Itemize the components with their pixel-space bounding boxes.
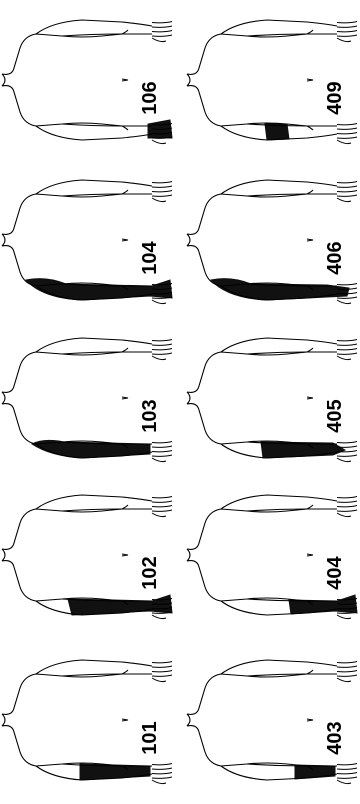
right-arm-outline: [36, 338, 152, 354]
navel-mark: [307, 397, 313, 399]
navel-mark: [122, 719, 128, 721]
navel-mark: [122, 397, 128, 399]
torso-outline: [187, 190, 313, 290]
navel-mark: [122, 554, 128, 556]
navel-mark: [307, 239, 313, 241]
right-hand-outline: [152, 340, 172, 360]
code-label-409: 409: [324, 81, 346, 114]
left-hand-outline: [337, 442, 357, 462]
right-hand-outline: [152, 182, 172, 202]
right-arm-outline: [36, 180, 152, 196]
torso-outline: [187, 505, 313, 605]
code-label-403: 403: [324, 721, 346, 754]
code-label-104: 104: [139, 240, 161, 274]
garment-fill-406: [211, 279, 349, 300]
torso-outline: [2, 30, 128, 130]
right-arm-outline: [36, 495, 152, 511]
navel-mark: [307, 79, 313, 81]
right-hand-outline: [152, 497, 172, 517]
torso-outline: [187, 30, 313, 130]
torso-outline: [187, 670, 313, 770]
right-hand-outline: [337, 22, 357, 42]
right-hand-outline: [337, 497, 357, 517]
left-hand-outline: [337, 124, 357, 144]
code-label-404: 404: [324, 555, 346, 589]
code-label-406: 406: [324, 241, 346, 274]
navel-mark: [307, 554, 313, 556]
code-label-103: 103: [139, 399, 161, 432]
torso-outline: [2, 505, 128, 605]
code-label-106: 106: [139, 81, 161, 114]
torso-outline: [2, 670, 128, 770]
torso-outline: [2, 190, 128, 290]
garment-fill-104: [26, 279, 172, 300]
torso-outline: [2, 348, 128, 448]
right-hand-outline: [337, 182, 357, 202]
navel-mark: [307, 719, 313, 721]
right-hand-outline: [337, 340, 357, 360]
right-arm-outline: [36, 660, 152, 676]
right-hand-outline: [152, 22, 172, 42]
right-hand-outline: [152, 662, 172, 682]
left-hand-outline: [337, 764, 357, 784]
torso-outline: [187, 348, 313, 448]
right-arm-outline: [221, 20, 337, 36]
right-arm-outline: [221, 180, 337, 196]
code-label-101: 101: [139, 721, 161, 754]
code-label-405: 405: [324, 399, 346, 432]
left-hand-outline: [152, 442, 172, 462]
left-hand-outline: [152, 764, 172, 784]
navel-mark: [122, 79, 128, 81]
code-label-102: 102: [139, 556, 161, 589]
right-arm-outline: [221, 660, 337, 676]
right-arm-outline: [36, 20, 152, 36]
garment-fill-409: [265, 124, 289, 140]
navel-mark: [122, 239, 128, 241]
right-arm-outline: [221, 338, 337, 354]
left-arm-outline: [36, 124, 152, 140]
right-hand-outline: [337, 662, 357, 682]
right-arm-outline: [221, 495, 337, 511]
